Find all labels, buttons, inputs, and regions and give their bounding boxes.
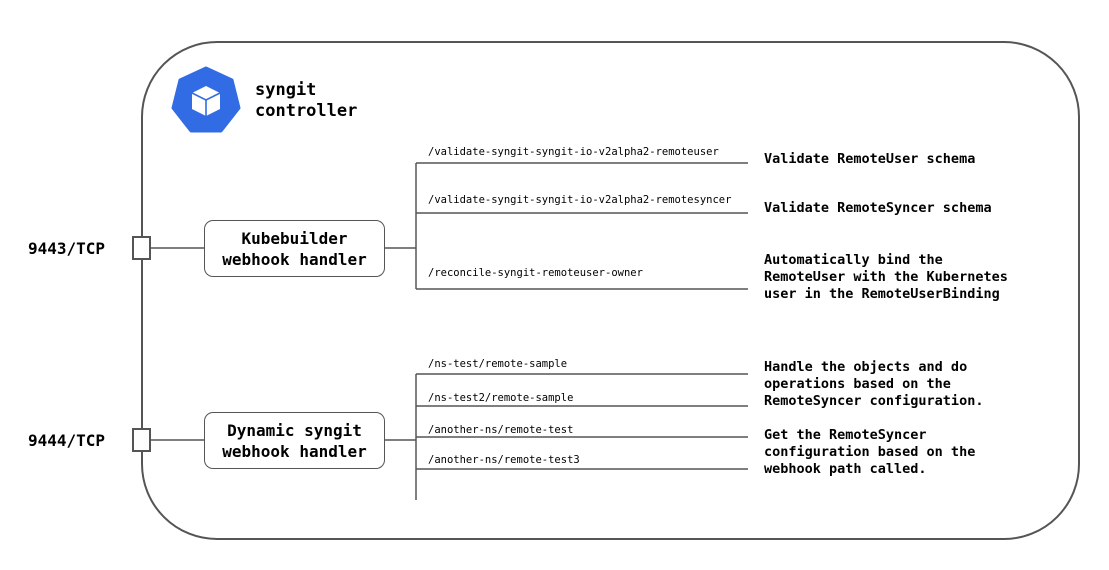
path-description: Validate RemoteUser schema <box>764 151 976 167</box>
port-square-9443 <box>132 236 151 260</box>
port-label-9444: 9444/TCP <box>28 431 106 450</box>
dynamic-syngit-webhook-handler: Dynamic syngit webhook handler <box>204 412 385 469</box>
path-description: Handle the objects and do operations bas… <box>764 359 984 409</box>
kubebuilder-webhook-handler: Kubebuilder webhook handler <box>204 220 385 277</box>
webhook-path: /reconcile-syngit-remoteuser-owner <box>428 267 643 279</box>
webhook-path: /ns-test2/remote-sample <box>428 392 574 404</box>
controller-title: syngit controller <box>255 80 358 121</box>
webhook-path: /ns-test/remote-sample <box>428 358 568 370</box>
webhook-path: /validate-syngit-syngit-io-v2alpha2-remo… <box>428 194 732 206</box>
webhook-path: /another-ns/remote-test3 <box>428 454 580 466</box>
path-description: Validate RemoteSyncer schema <box>764 200 992 216</box>
port-label-9443: 9443/TCP <box>28 239 106 258</box>
webhook-path: /another-ns/remote-test <box>428 424 574 436</box>
webhook-path: /validate-syngit-syngit-io-v2alpha2-remo… <box>428 146 719 158</box>
kubernetes-cube-icon <box>171 66 241 133</box>
path-description: Automatically bind the RemoteUser with t… <box>764 252 1008 302</box>
port-square-9444 <box>132 428 151 452</box>
path-description: Get the RemoteSyncer configuration based… <box>764 427 976 477</box>
